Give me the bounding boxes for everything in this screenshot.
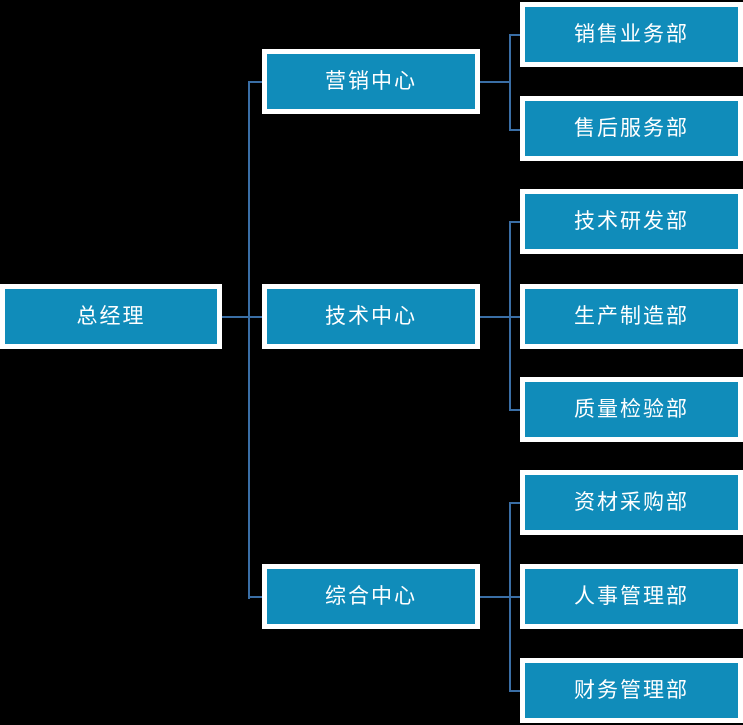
node-label: 财务管理部 (574, 678, 689, 702)
connector-to-production-manufacturing-dept (509, 316, 521, 318)
node-human-resources-dept[interactable]: 人事管理部 (520, 564, 743, 629)
node-general-affairs-center[interactable]: 综合中心 (262, 564, 480, 629)
connector-to-after-sales-service-dept (509, 129, 521, 131)
connector-general-affairs-center-out (480, 596, 510, 598)
node-marketing-center[interactable]: 营销中心 (262, 49, 480, 114)
connector-spine-to-technology-center (248, 316, 264, 318)
connector-technology-center-out (480, 316, 510, 318)
node-label: 生产制造部 (574, 304, 689, 328)
node-quality-inspection-dept[interactable]: 质量检验部 (520, 377, 743, 442)
connector-spine-to-general-affairs-center (248, 596, 264, 598)
node-technology-center[interactable]: 技术中心 (262, 284, 480, 349)
connector-to-quality-inspection-dept (509, 409, 521, 411)
node-label: 质量检验部 (574, 397, 689, 421)
connector-marketing-center-out (480, 81, 510, 83)
node-material-procurement-dept[interactable]: 资材采购部 (520, 470, 743, 535)
connector-to-technology-rd-dept (509, 221, 521, 223)
connector-to-finance-management-dept (509, 690, 521, 692)
node-label: 人事管理部 (574, 584, 689, 608)
node-label: 售后服务部 (574, 116, 689, 140)
connector-to-sales-business-dept (509, 34, 521, 36)
node-sales-business-dept[interactable]: 销售业务部 (520, 2, 743, 67)
node-label: 营销中心 (325, 69, 417, 93)
node-label: 综合中心 (325, 584, 417, 608)
node-production-manufacturing-dept[interactable]: 生产制造部 (520, 284, 743, 349)
connector-spine-to-marketing-center (248, 81, 264, 83)
connector-to-material-procurement-dept (509, 502, 521, 504)
node-label: 销售业务部 (574, 22, 689, 46)
connector-root-to-spine (222, 316, 250, 318)
connector-to-human-resources-dept (509, 596, 521, 598)
node-label: 技术中心 (325, 304, 417, 328)
node-label: 技术研发部 (574, 209, 689, 233)
node-general-manager[interactable]: 总经理 (0, 284, 222, 349)
node-label: 资材采购部 (574, 490, 689, 514)
node-technology-rd-dept[interactable]: 技术研发部 (520, 189, 743, 254)
node-finance-management-dept[interactable]: 财务管理部 (520, 658, 743, 723)
connector-main-spine (248, 82, 250, 599)
connector-marketing-bracket (509, 35, 511, 131)
node-label: 总经理 (76, 304, 146, 328)
node-after-sales-service-dept[interactable]: 售后服务部 (520, 96, 743, 161)
